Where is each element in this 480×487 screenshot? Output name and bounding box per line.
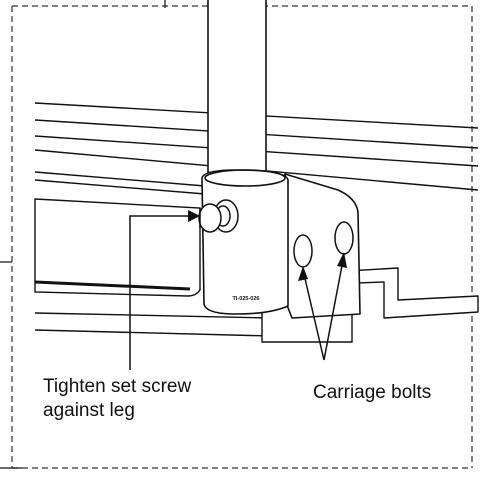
set-screw-callout-line1: Tighten set screw bbox=[43, 376, 191, 397]
frame-ticks bbox=[0, 0, 166, 469]
tray-edge-dark bbox=[34, 280, 191, 291]
arrowheads bbox=[188, 210, 347, 281]
leg-post-icon bbox=[207, 0, 267, 179]
set-screw-callout-line2: against leg bbox=[43, 400, 135, 421]
lower-rails bbox=[34, 312, 271, 337]
carriage-bolt-icon bbox=[293, 221, 354, 268]
tray-panel bbox=[34, 198, 201, 297]
carriage-bolts-callout: Carriage bolts bbox=[313, 382, 431, 403]
leader-lines bbox=[129, 215, 345, 370]
set-screw-icon bbox=[198, 199, 239, 233]
part-number: TI-025-026 bbox=[233, 296, 260, 302]
collar bbox=[201, 169, 289, 315]
